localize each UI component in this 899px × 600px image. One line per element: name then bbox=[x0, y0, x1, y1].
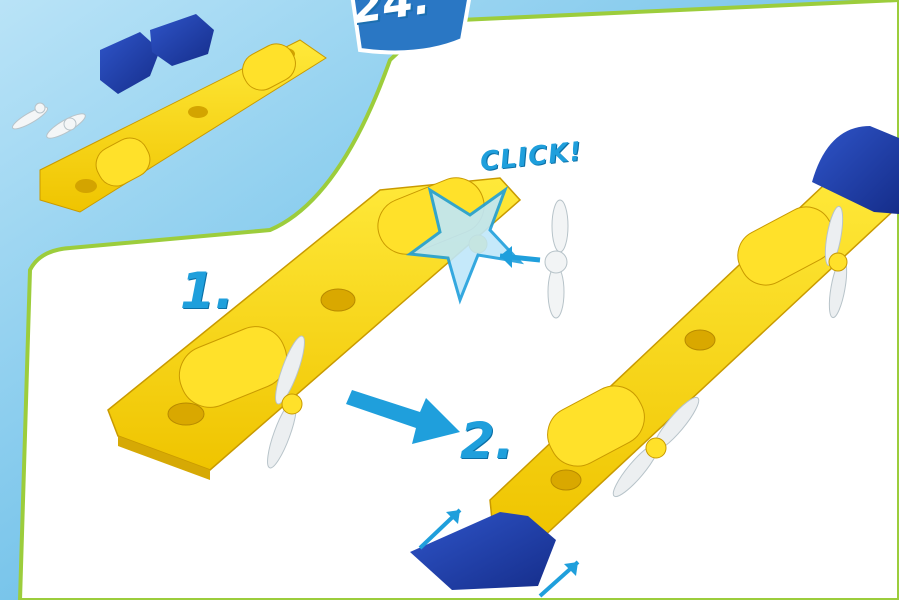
wing-hole bbox=[551, 470, 581, 490]
wing-hole bbox=[168, 403, 204, 425]
preview-wing-hole bbox=[75, 179, 97, 193]
step-one-label: 1. bbox=[180, 262, 234, 320]
preview-wing-hole bbox=[188, 106, 208, 118]
step-two-label: 2. bbox=[460, 412, 514, 470]
wing-hole bbox=[321, 289, 355, 311]
wing-hole bbox=[685, 330, 715, 350]
